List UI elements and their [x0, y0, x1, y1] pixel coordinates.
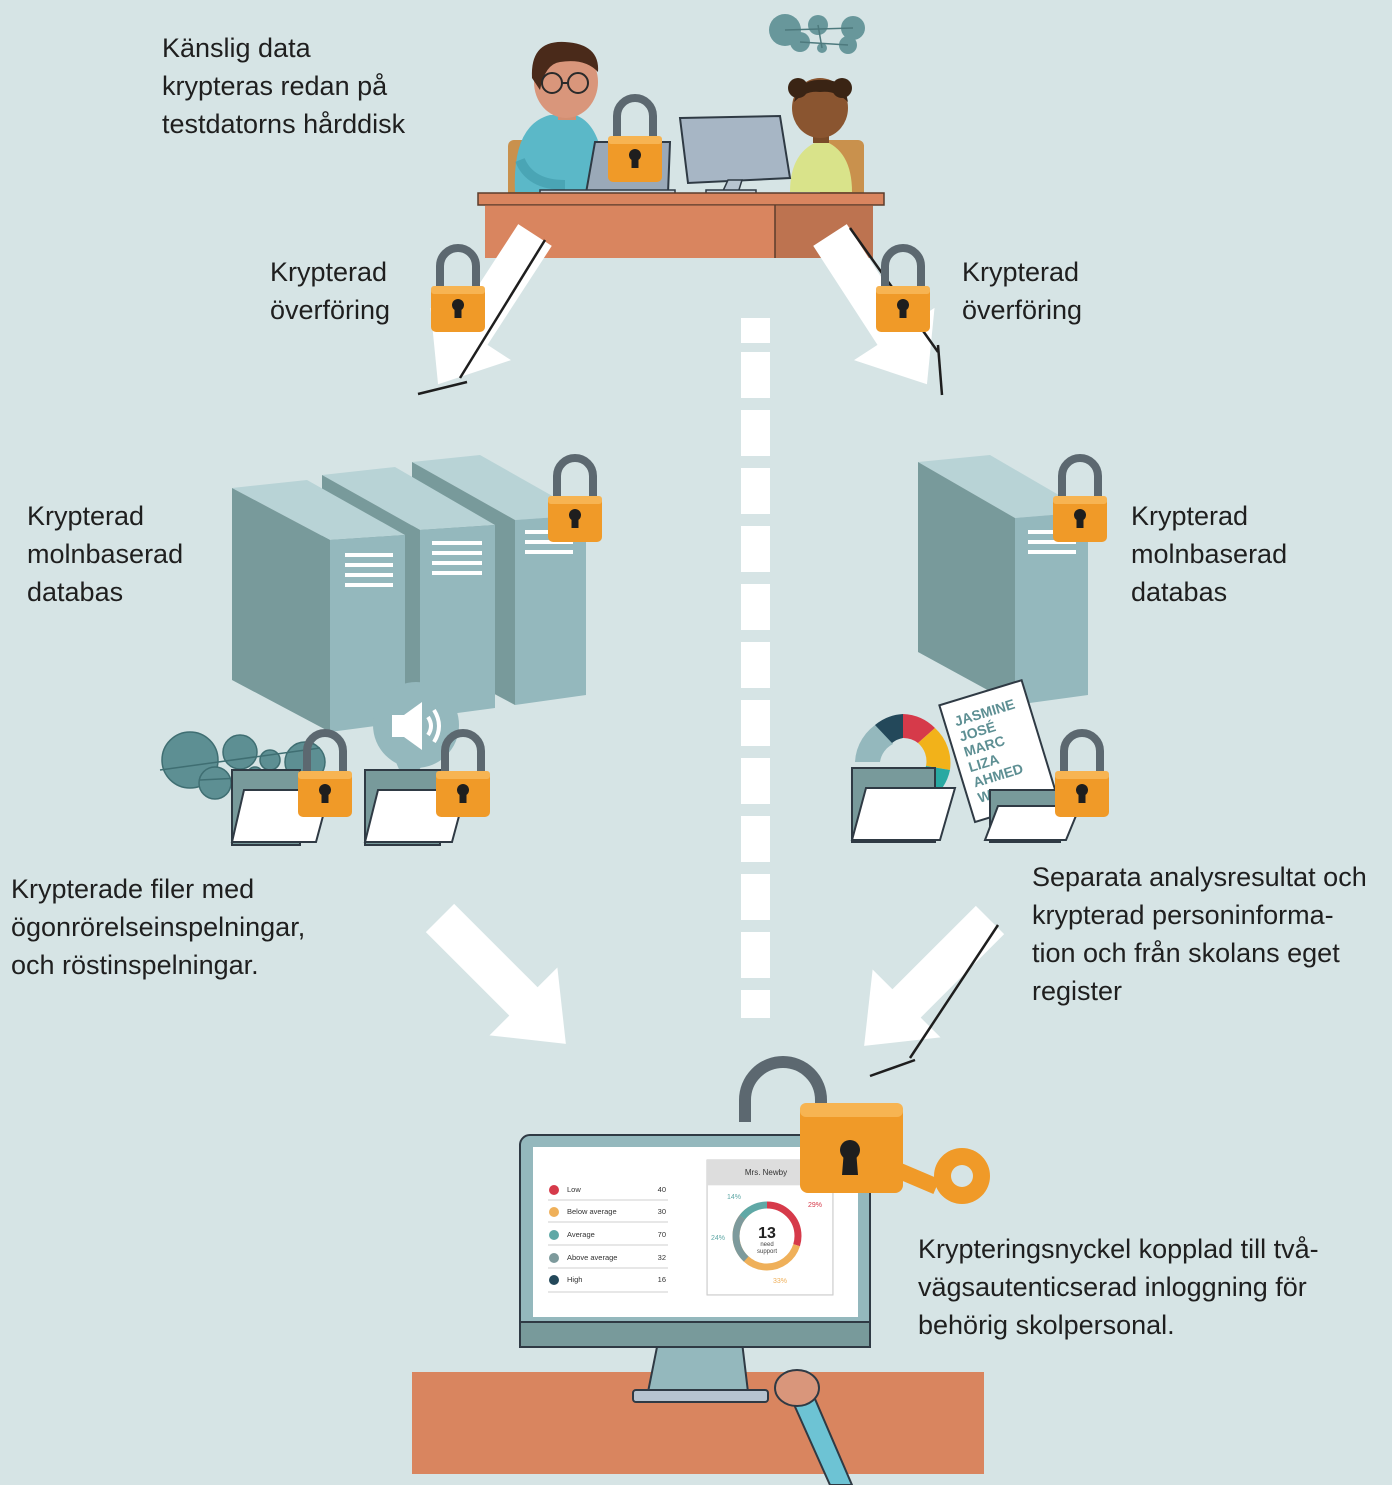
legend-row: High 16	[548, 1275, 668, 1293]
legend-row: Average 70	[548, 1230, 668, 1246]
legend-label: Low	[567, 1185, 581, 1194]
arrow-to-dashboard-right	[830, 886, 1024, 1080]
legend-value: 40	[658, 1185, 666, 1194]
label-cloud-database-right: Krypterad molnbaserad databas	[1131, 501, 1288, 607]
percent-label: 33%	[773, 1278, 787, 1285]
legend-row: Low 40	[548, 1185, 668, 1201]
lock-icon	[876, 248, 930, 332]
lock-icon	[436, 733, 490, 817]
person-right-illustration	[788, 78, 852, 192]
percent-label: 29%	[808, 1202, 822, 1209]
lock-icon	[608, 98, 662, 182]
transfer-arrow-left	[397, 208, 576, 411]
legend-row: Above average 32	[548, 1253, 668, 1269]
percent-label: 24%	[711, 1235, 725, 1242]
personal-info-document: JASMINE JOSÉ MARC LIZA AHMED W	[938, 678, 1082, 843]
teacher-name: Mrs. Newby	[745, 1168, 787, 1177]
dashboard-donut-card: Mrs. Newby 13 need support 14% 29% 24% 3…	[706, 1159, 834, 1296]
legend-row: Below average 30	[548, 1207, 668, 1223]
label-encrypted-transfer-right: Krypterad överföring	[962, 257, 1083, 325]
label-separate-results: Separata analysresultat och krypterad pe…	[1032, 862, 1367, 1006]
need-support-caption: need	[760, 1242, 773, 1248]
legend-value: 32	[658, 1253, 666, 1262]
eye-tracking-file-icon	[159, 731, 332, 846]
need-support-caption: support	[757, 1249, 777, 1255]
dashboard-legend: Low 40 Below average 30 Average 70 Above…	[548, 1185, 668, 1293]
lock-icon	[431, 248, 485, 332]
label-encrypted-transfer-left: Krypterad överföring	[270, 257, 391, 325]
legend-value: 16	[658, 1275, 666, 1284]
lock-icon	[548, 458, 602, 542]
lock-icon	[298, 733, 352, 817]
label-encrypted-files: Krypterade filer med ögonrörelseinspelni…	[11, 874, 306, 980]
thought-bubble-network-icon	[769, 14, 865, 54]
arrow-to-dashboard-left	[406, 884, 600, 1078]
lock-icon	[1053, 458, 1107, 542]
unlocked-padlock-with-key-icon	[739, 1056, 990, 1204]
legend-value: 70	[658, 1230, 666, 1239]
desktop-monitor-icon	[678, 114, 792, 196]
percent-label: 14%	[727, 1194, 741, 1201]
person-left-illustration	[514, 41, 605, 192]
top-desk-scene	[477, 14, 885, 258]
voice-recording-file-icon	[363, 682, 468, 846]
server-rack-right	[918, 455, 1088, 705]
legend-label: Below average	[567, 1207, 617, 1216]
dashed-divider	[741, 318, 770, 1018]
server-rack-left	[232, 455, 586, 732]
label-sensitive-data: Känslig data krypteras redan på testdato…	[162, 33, 406, 139]
legend-label: High	[567, 1275, 582, 1284]
label-cloud-database-left: Krypterad molnbaserad databas	[27, 501, 184, 607]
need-support-count: 13	[758, 1225, 776, 1242]
label-encryption-key: Krypteringsnyckel kopplad till två- vägs…	[918, 1234, 1319, 1340]
user-arm-illustration	[774, 1369, 854, 1485]
analysis-results-file-icon	[850, 714, 957, 843]
lock-icon	[1055, 733, 1109, 817]
legend-label: Average	[567, 1230, 595, 1239]
legend-value: 30	[658, 1207, 666, 1216]
legend-label: Above average	[567, 1253, 617, 1262]
